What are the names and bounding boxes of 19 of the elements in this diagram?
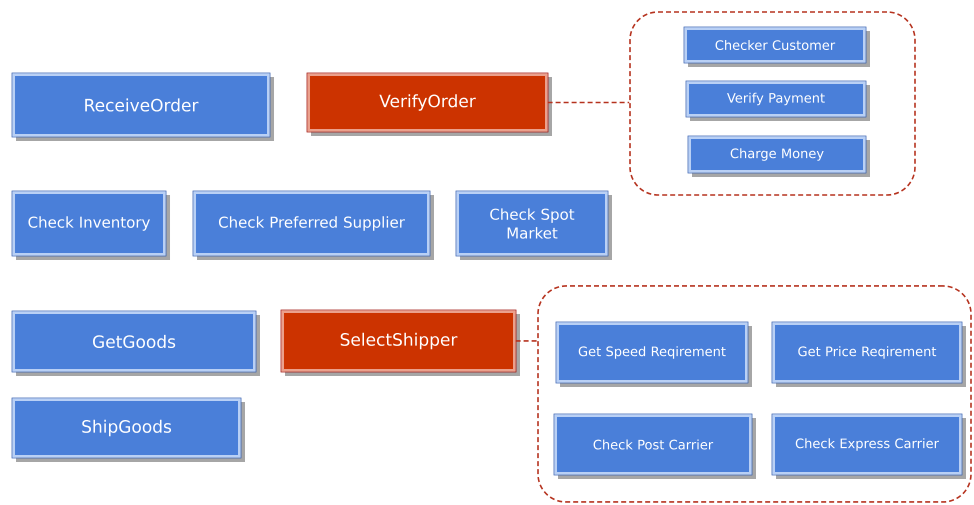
process-box: Check Preferred Supplier [192,190,434,260]
highlighted-process-box: SelectShipper [280,310,520,376]
process-box: Get Price Reqirement [772,322,966,387]
process-box: Check Post Carrier [554,414,756,479]
process-box: Checker Customer [684,26,870,67]
process-box: Check Inventory [12,190,170,260]
group-frame [537,285,972,503]
connector-line [548,102,630,104]
process-box: Charge Money [688,136,870,177]
process-box: Check Spot Market [456,190,612,260]
process-box: ReceiveOrder [12,72,274,141]
process-box: Check Express Carrier [772,414,966,479]
process-box: Verify Payment [686,80,870,121]
process-box: ShipGoods [12,398,245,462]
group-frame [629,11,916,196]
connector-line [516,340,538,342]
process-box: Get Speed Reqirement [556,322,752,387]
highlighted-process-box: VerifyOrder [306,72,552,136]
process-box: GetGoods [12,310,260,376]
